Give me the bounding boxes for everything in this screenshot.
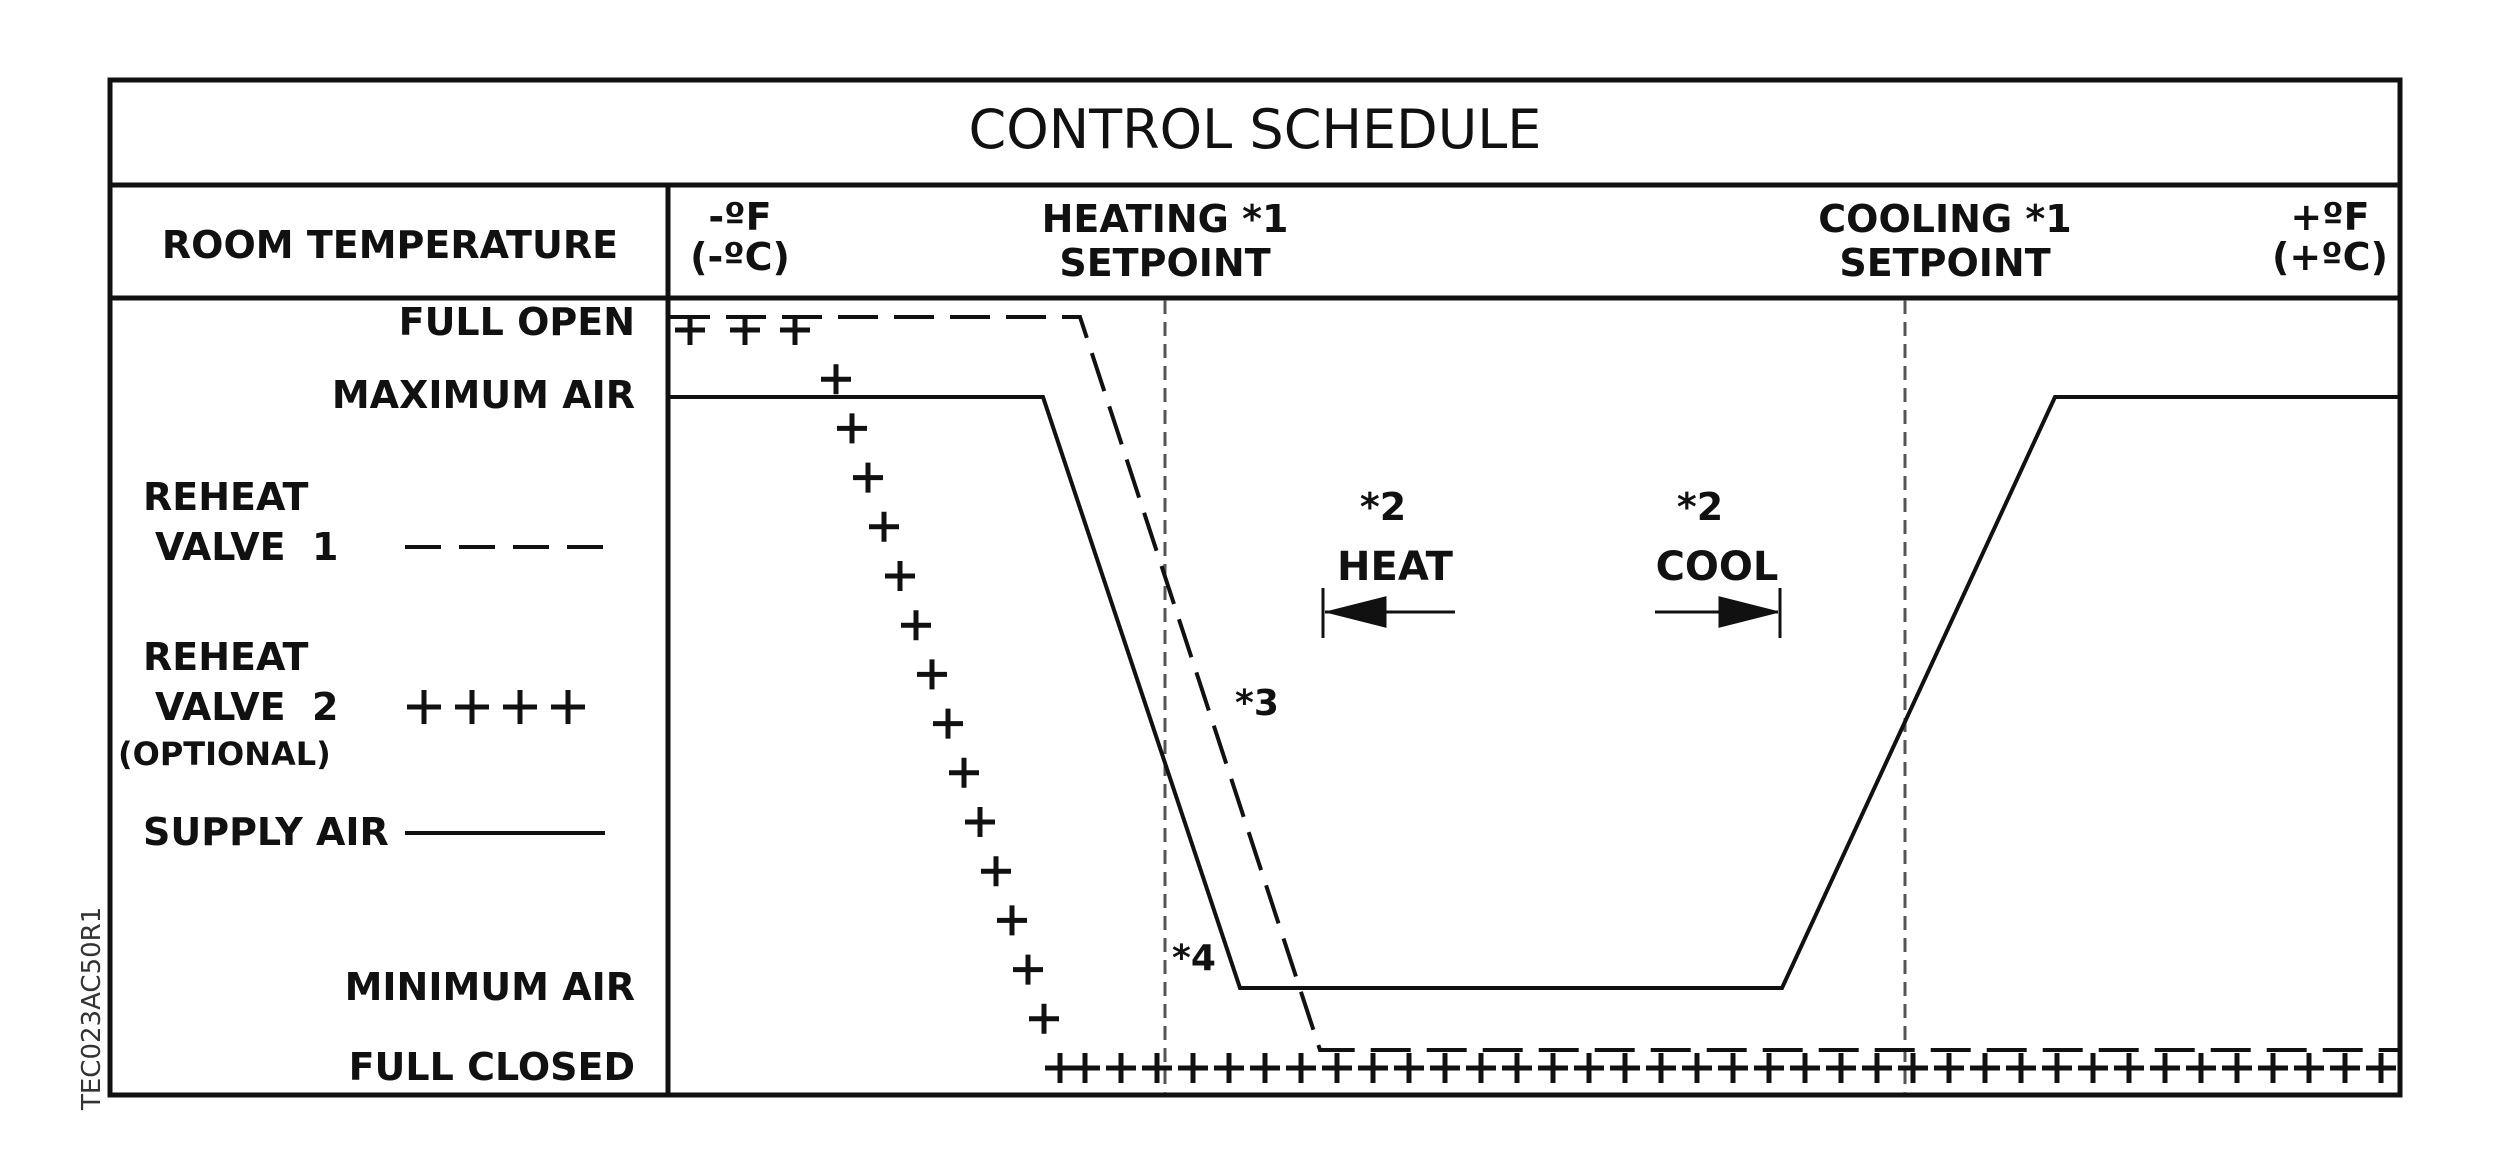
reheat-valve-2-marker bbox=[1322, 1053, 1352, 1083]
full-closed-label: FULL CLOSED bbox=[349, 1045, 635, 1089]
reheat-valve-2-marker bbox=[1646, 1053, 1676, 1083]
legend-reheat-1-line1: REHEAT bbox=[143, 475, 308, 519]
reheat-valve-2-marker bbox=[821, 364, 851, 395]
reheat-valve-2-marker bbox=[2042, 1053, 2072, 1083]
heat-label: HEAT bbox=[1337, 544, 1454, 590]
reheat-valve-2-marker bbox=[780, 315, 810, 345]
reheat-valve-2-marker bbox=[885, 561, 915, 591]
reheat-valve-2-marker bbox=[1394, 1053, 1424, 1083]
reheat-valve-2-marker bbox=[933, 708, 963, 739]
legend-supply-air: SUPPLY AIR bbox=[143, 810, 389, 854]
reheat-valve-2-marker bbox=[2258, 1053, 2288, 1083]
cold-end-f: -ºF bbox=[708, 195, 771, 239]
reheat-valve-2-marker bbox=[1682, 1053, 1712, 1083]
reheat-valve-2-marker bbox=[2366, 1053, 2396, 1083]
reheat-valve-2-marker bbox=[1898, 1053, 1928, 1083]
reheat-valve-2-marker bbox=[1106, 1053, 1136, 1083]
reheat-valve-2-marker bbox=[1718, 1053, 1748, 1083]
note-3: *3 bbox=[1235, 683, 1279, 724]
heating-setpoint-line2: SETPOINT bbox=[1059, 241, 1270, 285]
reheat-valve-2-marker bbox=[1970, 1053, 2000, 1083]
reheat-valve-2-marker bbox=[2006, 1053, 2036, 1083]
reheat-valve-2-marker bbox=[869, 511, 899, 542]
reheat-valve-2-marker bbox=[2294, 1053, 2324, 1083]
reheat-valve-2-marker bbox=[1358, 1053, 1388, 1083]
reheat-valve-2-marker bbox=[2222, 1053, 2252, 1083]
reheat-valve-2-marker bbox=[1178, 1053, 1208, 1083]
reheat-valve-2-marker bbox=[1250, 1053, 1280, 1083]
cool-arrow-icon bbox=[1655, 588, 1782, 638]
reheat-valve-2-marker bbox=[1029, 1003, 1059, 1034]
diagram-title: CONTROL SCHEDULE bbox=[969, 98, 1542, 161]
legend-reheat-2-line2: VALVE 2 bbox=[155, 685, 339, 729]
reheat-valve-2-marker bbox=[2186, 1053, 2216, 1083]
supply-air-curve bbox=[670, 395, 2400, 990]
reheat-valve-2-marker bbox=[1070, 1053, 1100, 1083]
reheat-valve-2-marker bbox=[949, 757, 979, 788]
reheat-valve-2-marker bbox=[1502, 1053, 1532, 1083]
reheat-valve-2-marker bbox=[1574, 1053, 1604, 1083]
cool-note: *2 bbox=[1677, 485, 1723, 529]
reheat-valve-2-marker bbox=[917, 659, 947, 690]
reheat-valve-2-marker bbox=[901, 610, 931, 641]
reheat-valve-2-marker bbox=[675, 315, 705, 345]
cooling-setpoint-line2: SETPOINT bbox=[1839, 241, 2050, 285]
reheat-valve-2-marker bbox=[1214, 1053, 1244, 1083]
heat-arrow-icon bbox=[1321, 588, 1455, 638]
reheat-valve-2-marker bbox=[2114, 1053, 2144, 1083]
reheat-valve-2-marker bbox=[1610, 1053, 1640, 1083]
reheat-valve-2-marker bbox=[1142, 1053, 1172, 1083]
legend-reheat-1-line2: VALVE 1 bbox=[155, 525, 339, 569]
cool-label: COOL bbox=[1656, 544, 1779, 590]
reheat-valve-2-marker bbox=[1934, 1053, 1964, 1083]
reheat-valve-2-marker bbox=[1430, 1053, 1460, 1083]
reheat-valve-2-marker bbox=[1790, 1053, 1820, 1083]
reheat-valve-2-marker bbox=[1538, 1053, 1568, 1083]
reheat-valve-2-marker bbox=[1286, 1053, 1316, 1083]
cooling-setpoint-line1: COOLING *1 bbox=[1818, 197, 2071, 241]
reheat-valve-2-marker bbox=[837, 413, 867, 444]
reheat-valve-2-marker bbox=[981, 856, 1011, 887]
room-temperature-label: ROOM TEMPERATURE bbox=[162, 223, 618, 267]
reheat-valve-1-curve bbox=[670, 315, 2400, 1052]
reheat-valve-2-marker bbox=[997, 905, 1027, 936]
hot-end-f: +ºF bbox=[2290, 195, 2369, 239]
reheat-valve-2-marker bbox=[2150, 1053, 2180, 1083]
minimum-air-label: MINIMUM AIR bbox=[345, 965, 635, 1009]
reheat-valve-2-marker bbox=[1754, 1053, 1784, 1083]
reheat-valve-2-marker bbox=[1826, 1053, 1856, 1083]
full-open-label: FULL OPEN bbox=[399, 300, 635, 344]
legend-optional: (OPTIONAL) bbox=[118, 735, 331, 773]
hot-end-c: (+ºC) bbox=[2272, 235, 2388, 279]
heat-note: *2 bbox=[1360, 485, 1406, 529]
maximum-air-label: MAXIMUM AIR bbox=[332, 373, 635, 417]
reheat-valve-2-marker bbox=[2330, 1053, 2360, 1083]
legend-reheat-2-line1: REHEAT bbox=[143, 635, 308, 679]
legend-plus-line bbox=[407, 690, 585, 724]
outer-frame bbox=[107, 77, 2403, 1098]
cold-end-c: (-ºC) bbox=[690, 235, 790, 279]
reheat-valve-2-marker bbox=[965, 807, 995, 837]
reheat-valve-2-marker bbox=[2078, 1053, 2108, 1083]
reheat-valve-2-curve bbox=[675, 315, 2396, 1083]
reheat-valve-2-marker bbox=[1466, 1053, 1496, 1083]
reheat-valve-2-marker bbox=[1013, 954, 1043, 985]
note-4: *4 bbox=[1172, 938, 1216, 979]
reheat-valve-2-marker bbox=[730, 315, 760, 345]
side-code: TEC023AC50R1 bbox=[77, 907, 107, 1111]
reheat-valve-2-marker bbox=[853, 462, 883, 493]
heating-setpoint-line1: HEATING *1 bbox=[1042, 197, 1289, 241]
reheat-valve-2-marker bbox=[1862, 1053, 1892, 1083]
